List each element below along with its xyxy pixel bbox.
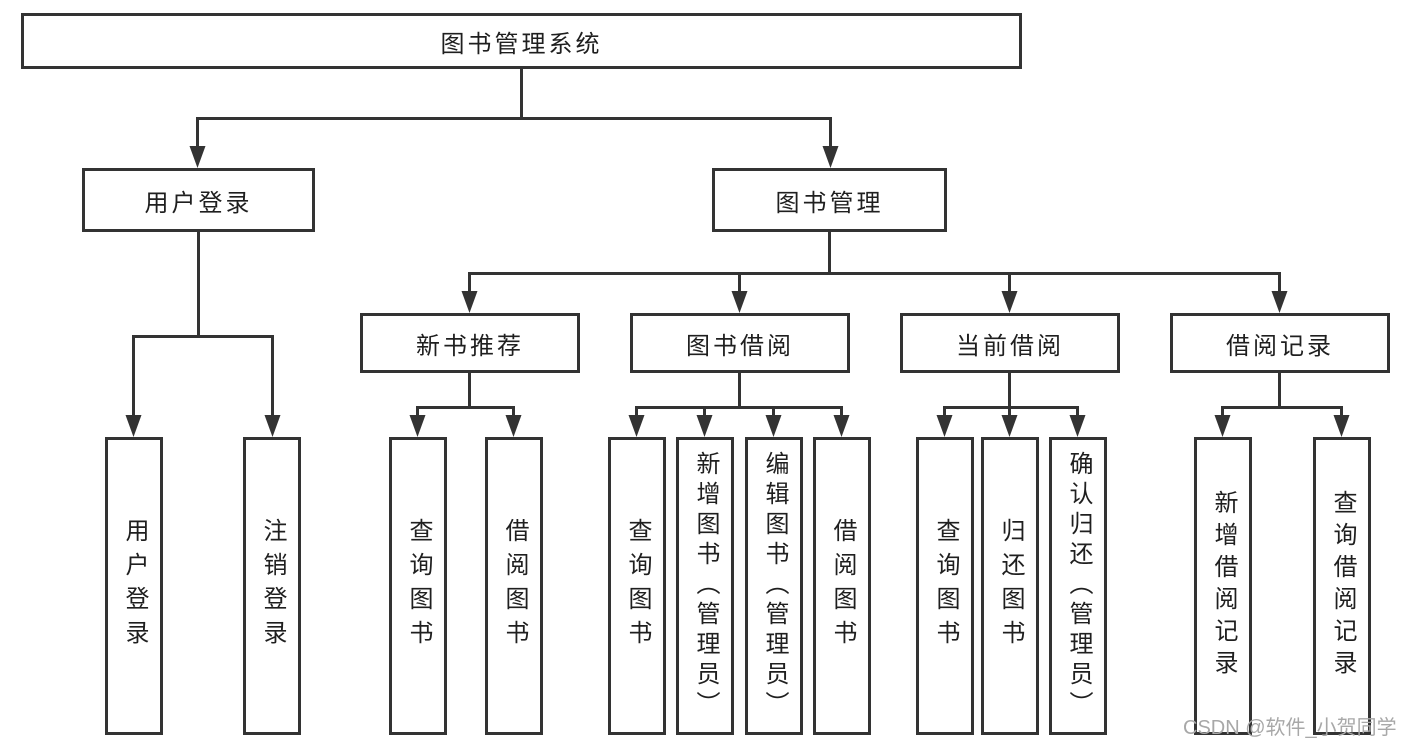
node-label: 新增借阅记录 xyxy=(1210,490,1237,682)
node-label: 新增图书（管理员） xyxy=(692,451,719,721)
node-book-borrow: 图书借阅 xyxy=(630,313,850,373)
leaf-query-books: 查询图书 xyxy=(608,437,666,735)
leaf-return-books: 归还图书 xyxy=(981,437,1039,735)
arrowhead-down-icon xyxy=(189,146,839,168)
arrowhead-down-icon xyxy=(461,291,1288,313)
leaf-user-login: 用户登录 xyxy=(105,437,163,735)
node-label: 查询借阅记录 xyxy=(1329,490,1356,682)
connector-borrow-record xyxy=(1214,373,1350,437)
node-label: 用户登录 xyxy=(121,518,148,654)
arrowhead-down-icon xyxy=(125,415,281,437)
leaf-add-borrow-record: 新增借阅记录 xyxy=(1194,437,1252,735)
node-label: 查询图书 xyxy=(624,518,651,654)
node-label: 图书借阅 xyxy=(686,332,794,360)
leaf-borrow-books: 借阅图书 xyxy=(485,437,543,735)
arrowhead-down-icon xyxy=(409,415,522,437)
leaf-add-books-admin: 新增图书（管理员） xyxy=(676,437,734,735)
node-label: 归还图书 xyxy=(997,518,1024,654)
node-user-login: 用户登录 xyxy=(82,168,315,232)
node-label: 借阅记录 xyxy=(1226,332,1334,360)
node-new-book-recommend: 新书推荐 xyxy=(360,313,580,373)
leaf-edit-books-admin: 编辑图书（管理员） xyxy=(745,437,803,735)
connector-current-borrow xyxy=(936,373,1086,437)
node-root-book-management-system: 图书管理系统 xyxy=(21,13,1022,69)
leaf-query-borrow-record: 查询借阅记录 xyxy=(1313,437,1371,735)
node-label: 注销登录 xyxy=(259,518,286,654)
connector-book-management xyxy=(461,232,1288,313)
leaf-confirm-return-admin: 确认归还（管理员） xyxy=(1049,437,1107,735)
leaf-query-books: 查询图书 xyxy=(389,437,447,735)
connector-root xyxy=(189,69,839,168)
node-label: 当前借阅 xyxy=(956,332,1064,360)
node-label: 图书管理 xyxy=(775,189,884,217)
node-label: 借阅图书 xyxy=(829,518,856,654)
csdn-watermark: CSDN @软件_小贺同学 xyxy=(1183,717,1397,739)
leaf-borrow-books: 借阅图书 xyxy=(813,437,871,735)
arrowhead-down-icon xyxy=(628,415,850,437)
node-label: 查询图书 xyxy=(405,518,432,654)
arrowhead-down-icon xyxy=(1214,415,1350,437)
node-current-borrow: 当前借阅 xyxy=(900,313,1120,373)
node-book-management: 图书管理 xyxy=(712,168,947,232)
node-borrow-record: 借阅记录 xyxy=(1170,313,1390,373)
connector-user-login xyxy=(125,232,281,437)
node-label: 确认归还（管理员） xyxy=(1065,451,1092,721)
node-label: 图书管理系统 xyxy=(440,30,603,58)
node-label: 新书推荐 xyxy=(416,332,524,360)
connector-book-borrow xyxy=(628,373,850,437)
node-label: 查询图书 xyxy=(932,518,959,654)
connector-new-book-recommend xyxy=(409,373,522,437)
arrowhead-down-icon xyxy=(936,415,1086,437)
leaf-query-books: 查询图书 xyxy=(916,437,974,735)
node-label: 编辑图书（管理员） xyxy=(761,451,788,721)
node-label: 借阅图书 xyxy=(501,518,528,654)
leaf-logout: 注销登录 xyxy=(243,437,301,735)
node-label: 用户登录 xyxy=(144,189,253,217)
